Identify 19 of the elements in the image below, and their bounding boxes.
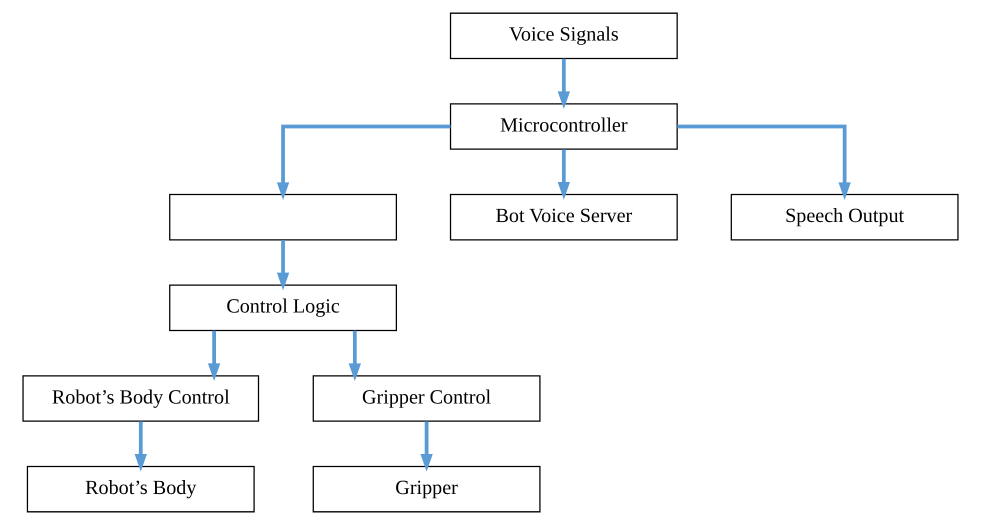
node-box: Robot’s Body	[26, 466, 255, 512]
arrow	[276, 240, 290, 290]
arrow	[208, 330, 220, 382]
node-box: Gripper Control	[312, 375, 541, 422]
node-box: Voice Signals	[450, 12, 678, 60]
node-box	[169, 194, 397, 240]
node-box: Control Logic	[169, 284, 397, 332]
node-box: Robot’s Body Control	[22, 375, 260, 422]
arrow	[558, 149, 570, 200]
arrow	[677, 124, 851, 200]
node-box: Bot Voice Server	[450, 194, 678, 240]
node-box: Speech Output	[730, 194, 959, 240]
arrow	[558, 58, 570, 110]
arrow	[420, 421, 433, 472]
node-box: Gripper	[312, 466, 541, 512]
arrow	[276, 124, 450, 200]
arrow	[348, 330, 362, 382]
arrow	[134, 421, 147, 472]
node-box: Microcontroller	[450, 103, 678, 150]
